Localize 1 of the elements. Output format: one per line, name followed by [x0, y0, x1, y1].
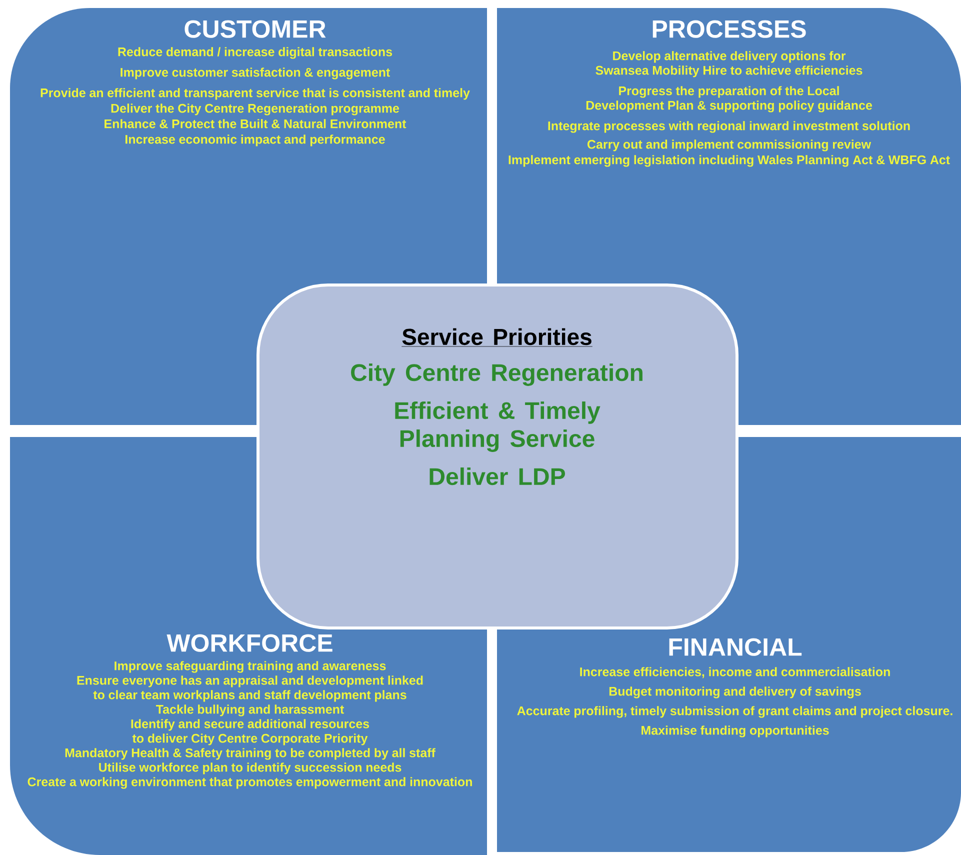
priorities-box: Service Priorities City Centre Regeneration Efficient & Timely Planning Service Deliver LDP — [256, 284, 738, 630]
